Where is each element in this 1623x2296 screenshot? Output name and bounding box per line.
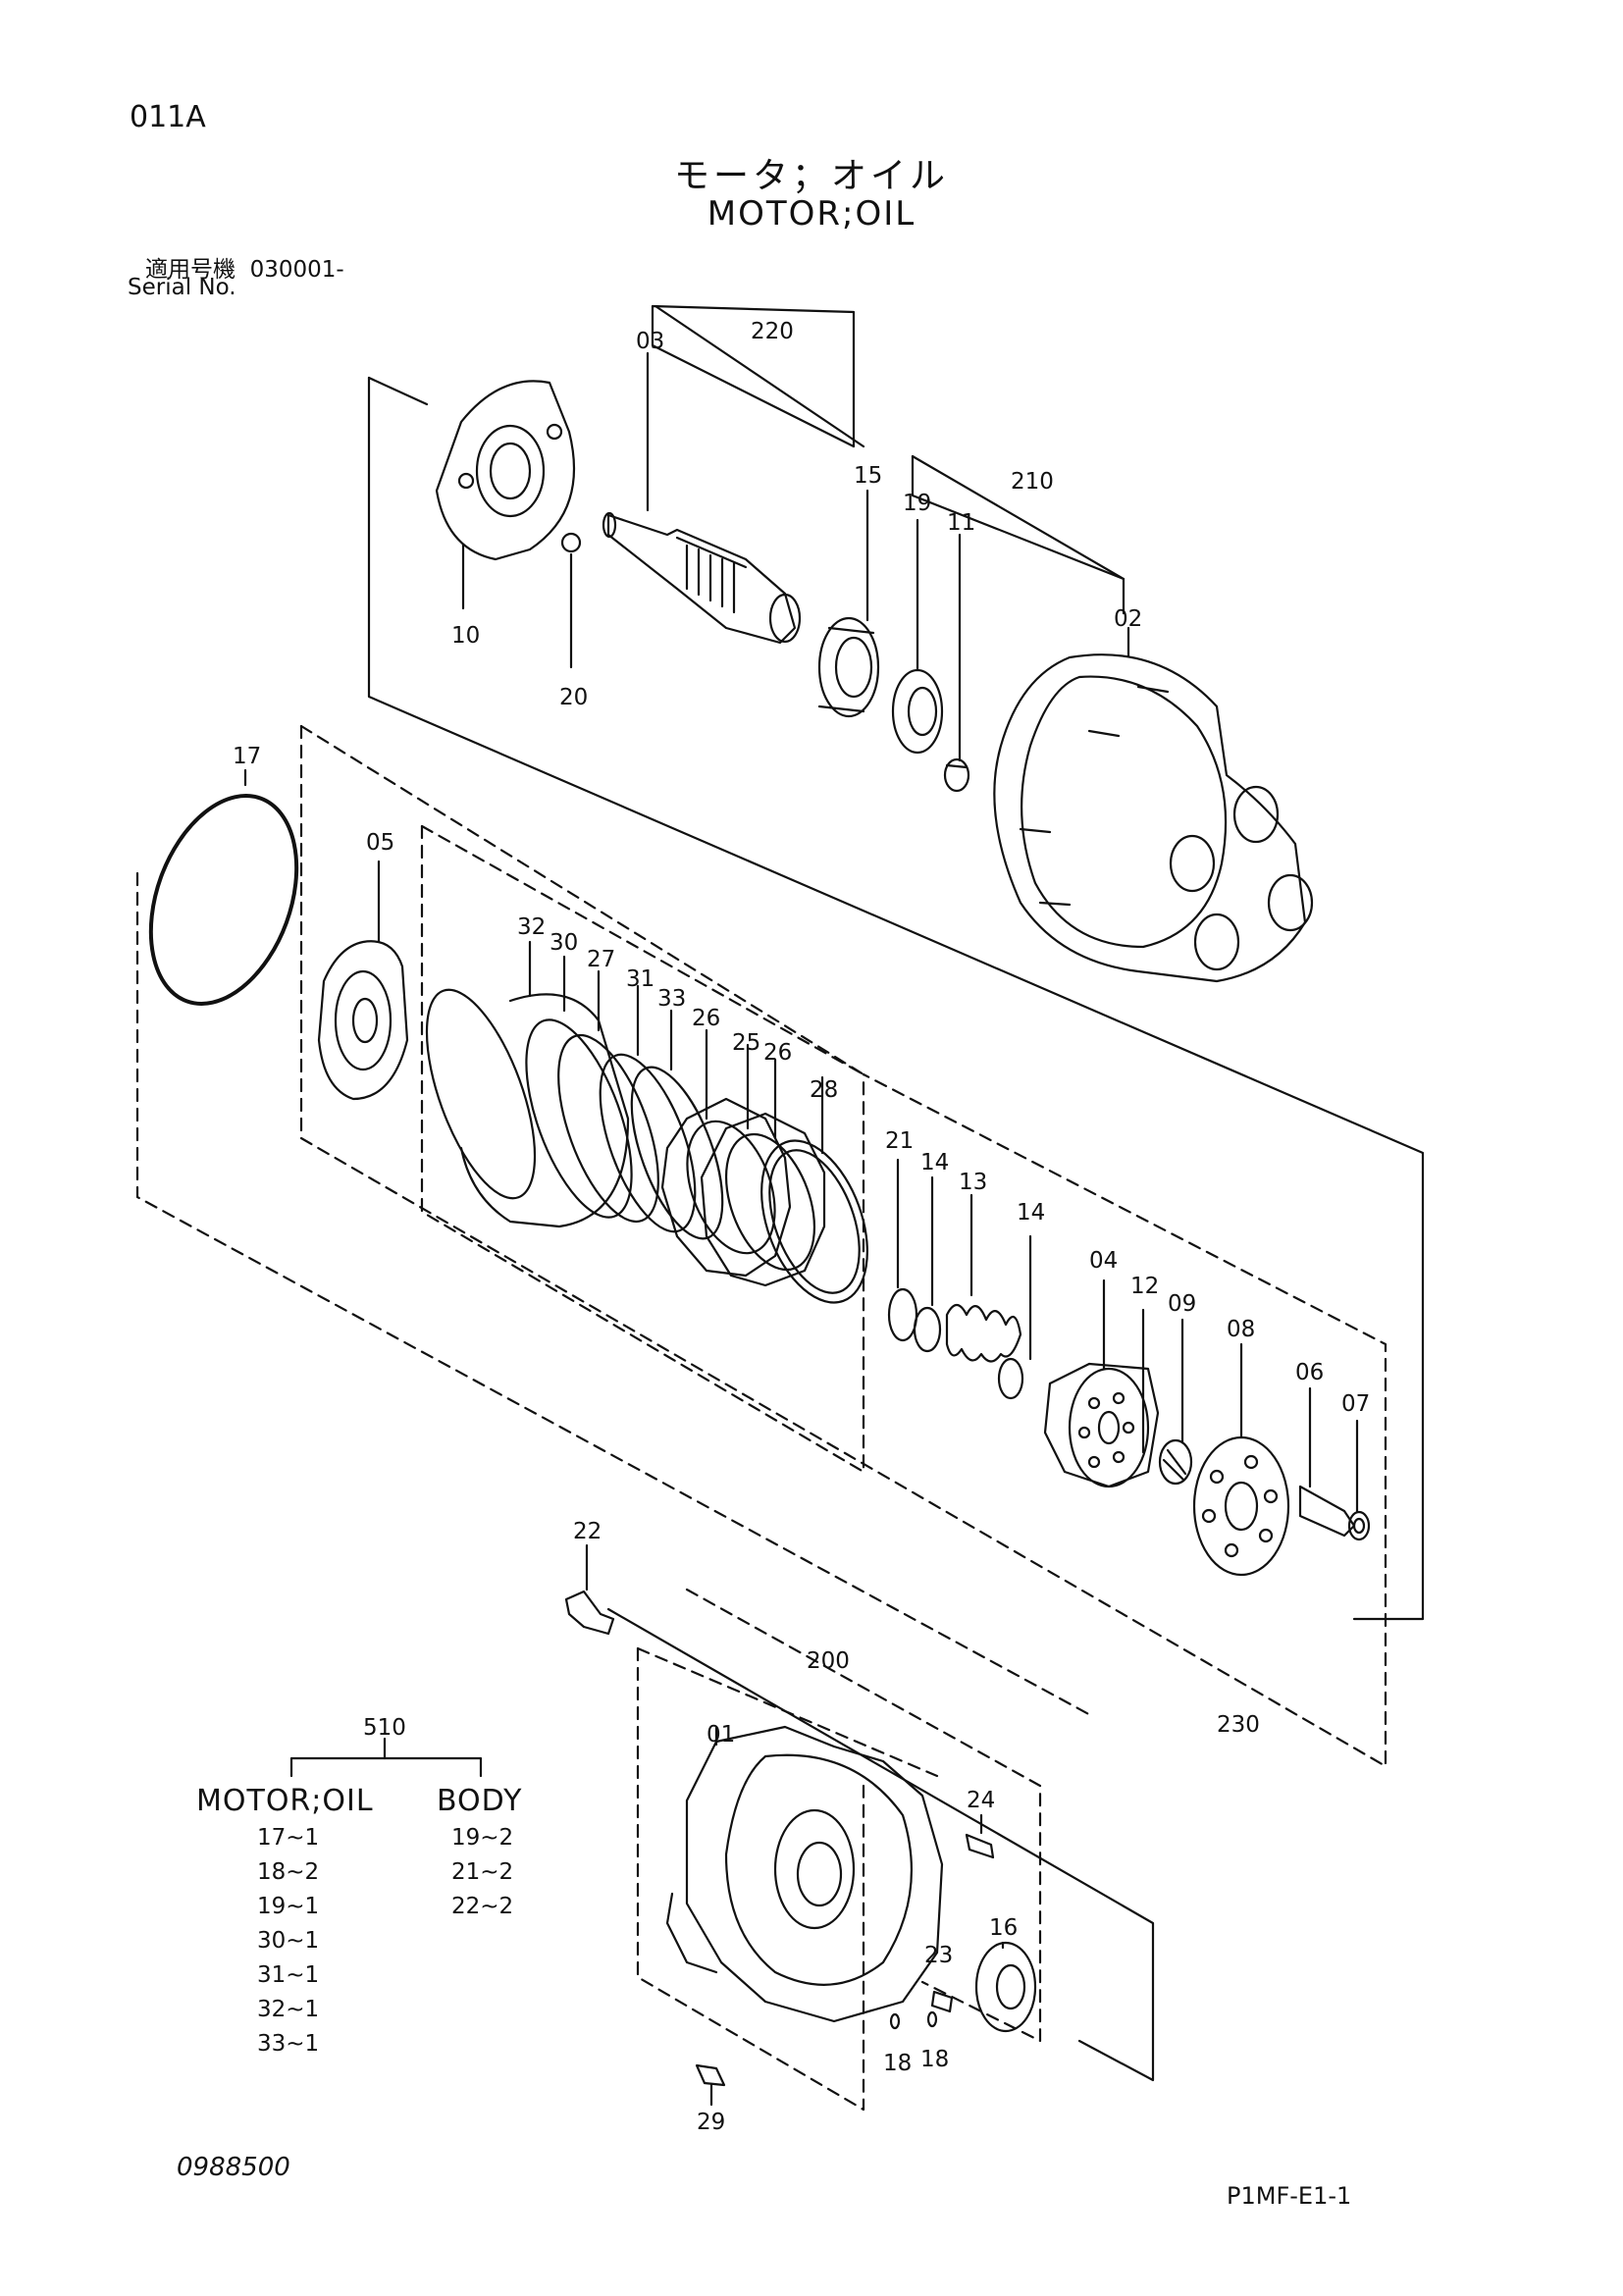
callout-27: 27 bbox=[587, 947, 615, 972]
callout-01: 01 bbox=[707, 1722, 735, 1748]
part-08-retainer-plate bbox=[1192, 1342, 1290, 1577]
callout-05: 05 bbox=[366, 830, 394, 856]
part-07-shoe bbox=[1347, 1419, 1371, 1541]
callout-28: 28 bbox=[810, 1077, 838, 1103]
callout-13: 13 bbox=[959, 1170, 987, 1195]
callout-12: 12 bbox=[1130, 1274, 1159, 1299]
part-04-cylinder-block bbox=[1043, 1278, 1160, 1488]
callout-labels: 01 02 03 04 05 06 07 08 09 10 11 12 13 1… bbox=[233, 319, 1370, 2135]
callout-02: 02 bbox=[1114, 606, 1142, 632]
part-09-ball-guide bbox=[1158, 1318, 1193, 1486]
callout-06: 06 bbox=[1295, 1360, 1324, 1385]
callout-14a: 14 bbox=[920, 1150, 949, 1175]
serial-label-japanese: 適用号機 bbox=[145, 257, 236, 283]
callout-210: 210 bbox=[1011, 469, 1054, 495]
kit-col1-item: 19~1 bbox=[257, 1894, 319, 1919]
title-english: MOTOR;OIL bbox=[707, 194, 916, 234]
part-01-casing bbox=[665, 1725, 944, 2023]
callout-15: 15 bbox=[854, 463, 882, 489]
kit-col2-item: 22~2 bbox=[451, 1894, 513, 1919]
callout-10: 10 bbox=[451, 623, 480, 649]
group-210-bracket bbox=[911, 454, 1126, 615]
callout-24: 24 bbox=[967, 1788, 995, 1813]
callout-29: 29 bbox=[697, 2110, 725, 2135]
part-16-bearing bbox=[974, 1941, 1037, 2033]
callout-03: 03 bbox=[636, 329, 664, 354]
callout-18a: 18 bbox=[883, 2051, 912, 2076]
callout-32: 32 bbox=[517, 914, 546, 940]
kit-col1-item: 31~1 bbox=[257, 1962, 319, 1988]
kit-col2-item: 19~2 bbox=[451, 1825, 513, 1851]
document-number: 0988500 bbox=[177, 2153, 290, 2182]
kit-col1-item: 32~1 bbox=[257, 1997, 319, 2022]
group-220-top bbox=[654, 304, 865, 448]
callout-25: 25 bbox=[732, 1030, 760, 1056]
group-230-frame bbox=[135, 724, 1387, 2112]
part-03-shaft bbox=[602, 351, 802, 645]
kit-col1-item: 17~1 bbox=[257, 1825, 319, 1851]
callout-16: 16 bbox=[989, 1915, 1018, 1941]
kit-col1-item: 30~1 bbox=[257, 1928, 319, 1954]
callout-30: 30 bbox=[550, 930, 578, 956]
kit-col2-items: 19~2 21~2 22~2 bbox=[451, 1825, 513, 1919]
part-24-plug bbox=[965, 1813, 995, 1859]
spring-assembly bbox=[887, 1158, 1032, 1400]
callout-04: 04 bbox=[1089, 1248, 1118, 1274]
callout-14b: 14 bbox=[1017, 1200, 1045, 1226]
callout-23: 23 bbox=[924, 1943, 953, 1968]
callout-09: 09 bbox=[1168, 1291, 1196, 1317]
callout-220: 220 bbox=[751, 319, 794, 344]
kit-col2-item: 21~2 bbox=[451, 1859, 513, 1885]
friction-plates bbox=[660, 1028, 868, 1304]
callout-19: 19 bbox=[903, 491, 931, 516]
part-02-housing bbox=[993, 626, 1314, 983]
page-code: 011A bbox=[130, 100, 206, 134]
part-05-plate bbox=[317, 860, 409, 1101]
callout-26b: 26 bbox=[763, 1040, 792, 1066]
part-11-bushing bbox=[943, 533, 970, 793]
part-17-o-ring bbox=[148, 794, 299, 1006]
group-220-bracket bbox=[651, 304, 856, 448]
serial-label-english: Serial No. bbox=[128, 275, 236, 300]
callout-07: 07 bbox=[1341, 1391, 1370, 1417]
callout-200: 200 bbox=[807, 1648, 850, 1674]
part-15-bearing bbox=[817, 489, 880, 718]
callout-31: 31 bbox=[626, 966, 654, 992]
kit-table: 510 MOTOR;OIL BODY 17~1 18~2 19~1 30~1 3… bbox=[196, 1715, 522, 2057]
callout-21: 21 bbox=[885, 1128, 914, 1154]
part-18-o-ring-b bbox=[926, 2010, 938, 2028]
callout-11: 11 bbox=[947, 510, 975, 536]
kit-col1-items: 17~1 18~2 19~1 30~1 31~1 32~1 33~1 bbox=[257, 1825, 319, 2057]
kit-col2-title: BODY bbox=[437, 1784, 522, 1818]
ring-assembly bbox=[425, 940, 724, 1240]
callout-22: 22 bbox=[573, 1519, 602, 1544]
part-18-o-ring-a bbox=[889, 2012, 901, 2030]
part-10-cover bbox=[435, 380, 576, 610]
part-19-seal bbox=[891, 518, 944, 755]
callout-230: 230 bbox=[1217, 1712, 1260, 1738]
part-20-ball bbox=[560, 532, 582, 553]
callout-33: 33 bbox=[657, 986, 686, 1012]
callout-26a: 26 bbox=[692, 1006, 720, 1031]
kit-col1-item: 18~2 bbox=[257, 1859, 319, 1885]
part-29-plug bbox=[695, 2063, 726, 2107]
serial-number: 030001- bbox=[249, 257, 344, 283]
kit-code: 510 bbox=[363, 1715, 406, 1741]
kit-table-bracket bbox=[289, 1756, 483, 1778]
callout-08: 08 bbox=[1227, 1317, 1255, 1342]
title-japanese: モータ；オイル bbox=[673, 156, 949, 196]
callout-20: 20 bbox=[559, 685, 588, 710]
kit-col1-item: 33~1 bbox=[257, 2031, 319, 2057]
callout-18b: 18 bbox=[920, 2047, 949, 2072]
serial-label: 適用号機 030001- bbox=[145, 250, 344, 284]
sheet-code: P1MF-E1-1 bbox=[1227, 2182, 1352, 2210]
group-200-solid bbox=[606, 1607, 1155, 2082]
part-22-bolt bbox=[564, 1543, 615, 1636]
outer-solid-frame bbox=[367, 376, 1425, 1621]
kit-col1-title: MOTOR;OIL bbox=[196, 1784, 374, 1818]
part-23-pin bbox=[930, 1990, 954, 2013]
callout-17: 17 bbox=[233, 744, 261, 769]
